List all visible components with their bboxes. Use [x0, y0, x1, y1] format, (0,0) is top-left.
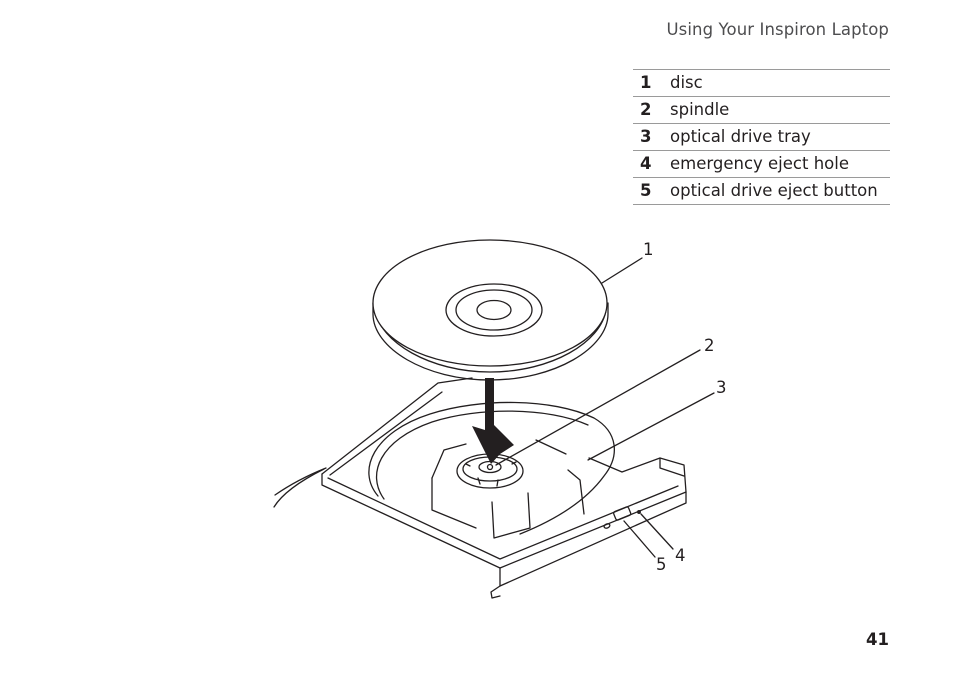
disc [372, 239, 608, 367]
tray-pickup-slot [431, 443, 467, 479]
spindle-hub [478, 460, 502, 474]
legend-number: 5 [633, 177, 670, 205]
down-arrow-icon [472, 378, 514, 464]
legend-row: 4 emergency eject hole [633, 150, 890, 178]
callout-number: 3 [716, 378, 727, 397]
disc-edge [374, 309, 607, 373]
legend-label: optical drive eject button [670, 177, 890, 205]
spindle-center [486, 463, 494, 471]
legend-row: 2 spindle [633, 96, 890, 124]
optical-drive-eject-button [613, 506, 632, 521]
callout-number: 1 [643, 240, 654, 259]
legend-label: spindle [670, 96, 890, 124]
legend-row: 3 optical drive tray [633, 123, 890, 151]
tray-back-rim [329, 391, 443, 476]
legend-label: optical drive tray [670, 123, 890, 151]
disc-hub-ring [445, 283, 543, 337]
leader-line-3 [587, 392, 715, 461]
tray-front-face [499, 491, 687, 587]
legend-row: 5 optical drive eject button [633, 177, 890, 205]
disc-hub-ring [455, 289, 533, 331]
laptop-body-edge [273, 468, 325, 508]
tray-front-bezel [659, 457, 685, 477]
page-number: 41 [866, 630, 889, 649]
callout-number: 2 [704, 336, 715, 355]
tray-front-bezel [490, 585, 501, 599]
legend-label: emergency eject hole [670, 150, 890, 178]
tray-inner-lip [327, 477, 679, 560]
spindle-latch [465, 461, 517, 487]
tray-pickup-slot [491, 492, 531, 539]
tray-disc-recess [375, 410, 589, 500]
callout-legend-table: 1 disc 2 spindle 3 optical drive tray 4 … [633, 69, 890, 205]
tray-pickup-slot [431, 477, 477, 529]
legend-row: 1 disc [633, 69, 890, 97]
tray-back-rim [321, 377, 473, 475]
tray-disc-recess [368, 401, 615, 535]
legend-number: 4 [633, 150, 670, 178]
leader-line-4 [640, 513, 674, 550]
callout-number: 4 [675, 546, 686, 565]
legend-number: 3 [633, 123, 670, 151]
legend-number: 2 [633, 96, 670, 124]
laptop-body-edge [274, 467, 327, 496]
leader-line-2 [495, 349, 701, 466]
emergency-eject-hole [637, 510, 641, 514]
indicator-light [603, 523, 611, 529]
leader-line-5 [623, 520, 656, 558]
legend-label: disc [670, 69, 890, 97]
leader-line-1 [601, 257, 643, 284]
tray-pickup-slot [535, 439, 567, 455]
optical-drive-tray [321, 457, 687, 569]
disc-center-hole [476, 299, 512, 321]
legend-number: 1 [633, 69, 670, 97]
callout-number: 5 [656, 555, 667, 574]
running-header: Using Your Inspiron Laptop [666, 20, 889, 39]
tray-pickup-slot [567, 469, 585, 515]
